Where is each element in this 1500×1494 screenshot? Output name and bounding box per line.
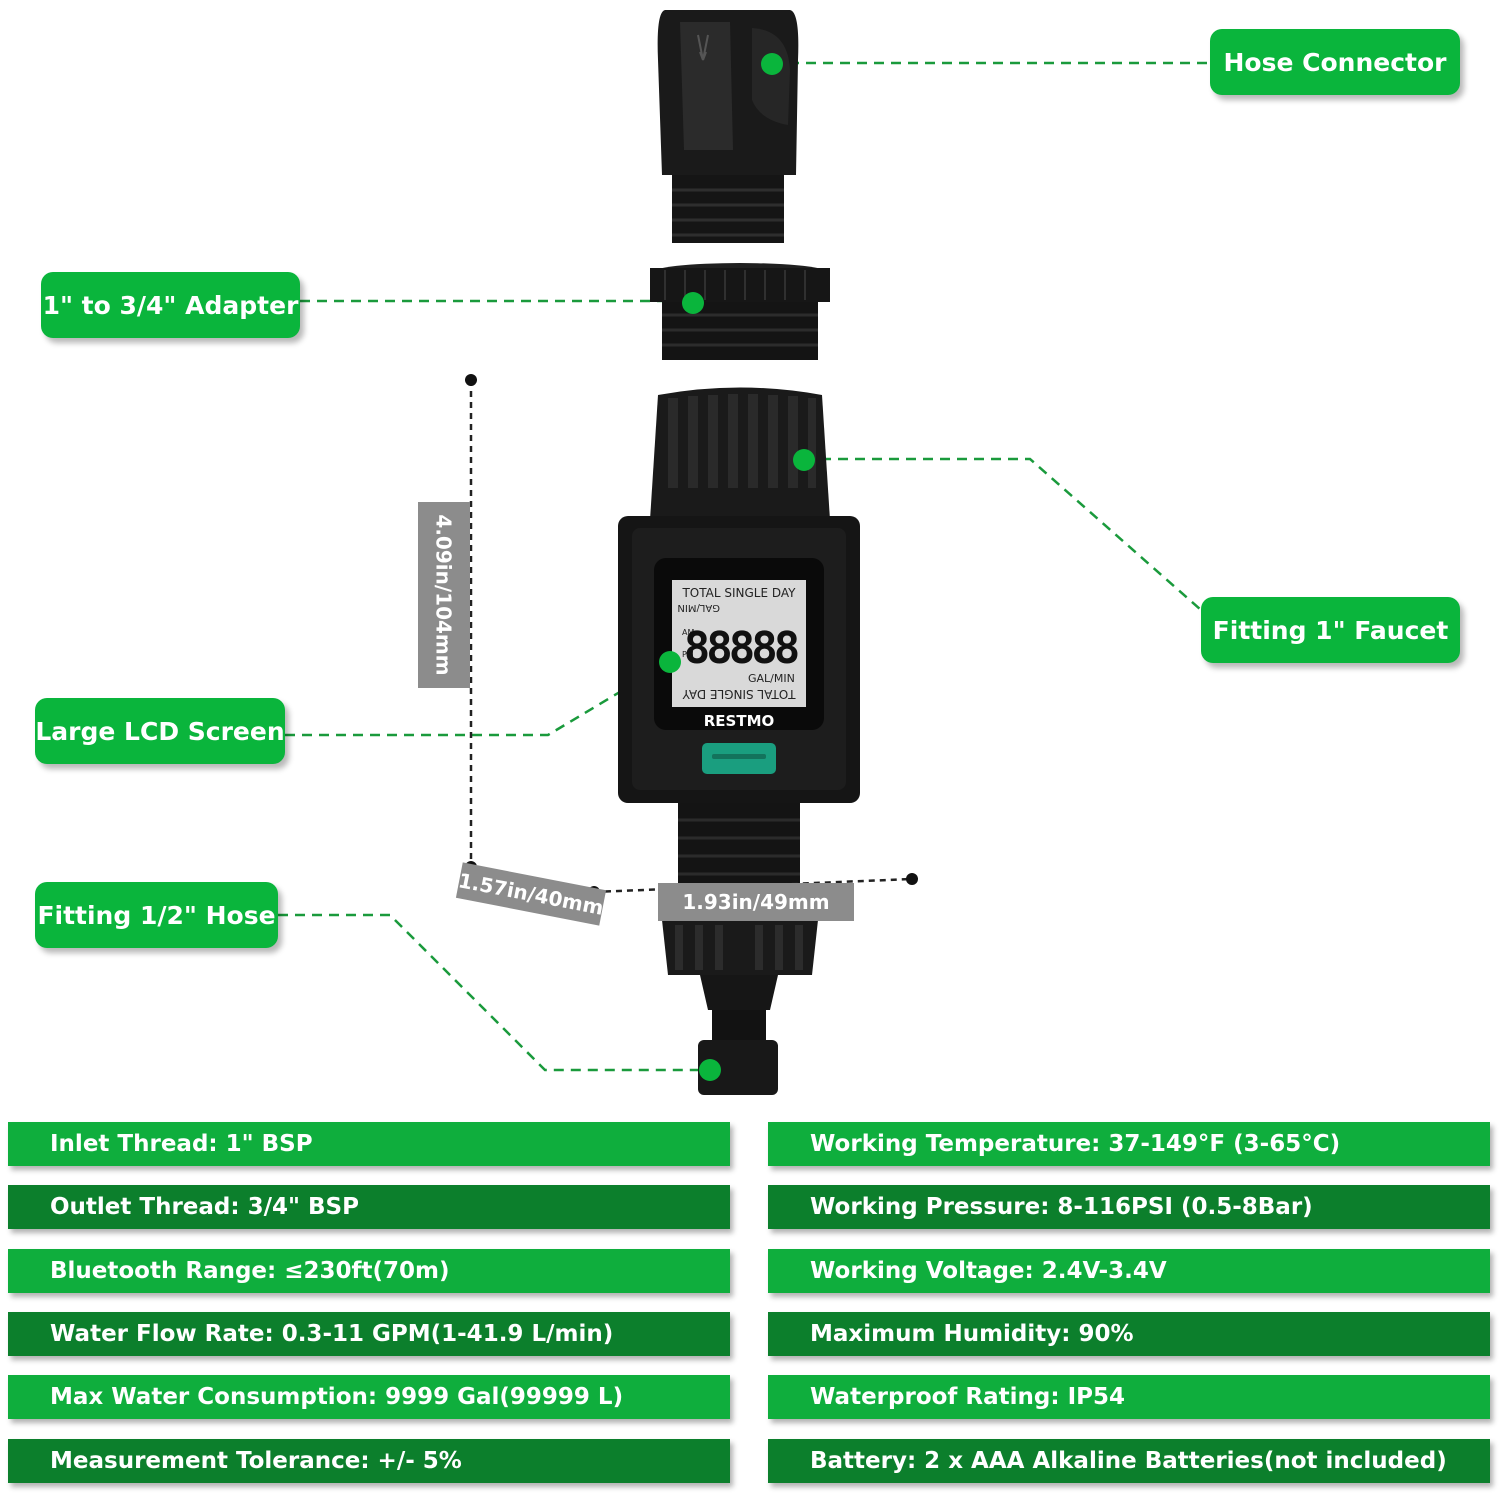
brand-logo: RESTMO bbox=[704, 712, 775, 730]
dimension-height-label: 4.09in/104mm bbox=[418, 502, 470, 688]
adapter-part bbox=[650, 263, 830, 360]
spec-row: Waterproof Rating: IP54 bbox=[768, 1375, 1490, 1420]
callout-fitting-faucet: Fitting 1" Faucet bbox=[1201, 597, 1460, 663]
spec-table: Inlet Thread: 1" BSP Working Temperature… bbox=[8, 1122, 1490, 1484]
lcd-pm: PM bbox=[682, 650, 694, 659]
spec-row: Inlet Thread: 1" BSP bbox=[8, 1122, 730, 1166]
half-hose-fitting-part bbox=[662, 803, 818, 1095]
callout-markers bbox=[659, 53, 815, 1081]
product-diagram: TOTAL SINGLE DAY GAL/MIN AM PM 88888 GAL… bbox=[278, 10, 1210, 1095]
lcd-bottom-labels: TOTAL SINGLE DAY bbox=[682, 687, 797, 701]
spec-row: Outlet Thread: 3/4" BSP bbox=[8, 1185, 730, 1230]
lcd-unit-top: GAL/MIN bbox=[677, 602, 720, 613]
spec-row: Max Water Consumption: 9999 Gal(99999 L) bbox=[8, 1375, 730, 1420]
dimension-depth-label: 1.93in/49mm bbox=[658, 883, 854, 921]
spec-row: Working Voltage: 2.4V-3.4V bbox=[768, 1248, 1490, 1293]
lcd-display bbox=[672, 580, 806, 707]
leader-faucet bbox=[804, 457, 1202, 611]
meter-body: TOTAL SINGLE DAY GAL/MIN AM PM 88888 GAL… bbox=[618, 516, 860, 803]
spec-row: Measurement Tolerance: +/- 5% bbox=[8, 1438, 730, 1483]
leader-half-hose bbox=[278, 913, 710, 1072]
lcd-digits: 88888 bbox=[684, 623, 798, 674]
faucet-fitting-part bbox=[650, 387, 830, 520]
device-illustration: TOTAL SINGLE DAY GAL/MIN AM PM 88888 GAL… bbox=[278, 10, 1210, 1095]
lcd-am: AM bbox=[682, 628, 694, 637]
hose-connector-part bbox=[657, 10, 799, 243]
spec-row: Working Temperature: 37-149°F (3-65°C) bbox=[768, 1122, 1490, 1166]
lcd-unit-bottom: GAL/MIN bbox=[748, 672, 795, 685]
dimension-height-text: 4.09in/104mm bbox=[432, 514, 457, 676]
callout-fitting-hose: Fitting 1/2" Hose bbox=[35, 882, 278, 948]
spec-row: Water Flow Rate: 0.3-11 GPM(1-41.9 L/min… bbox=[8, 1311, 730, 1356]
callout-lcd-screen: Large LCD Screen bbox=[35, 698, 285, 764]
spec-row: Bluetooth Range: ≤230ft(70m) bbox=[8, 1248, 730, 1293]
spec-row: Battery: 2 x AAA Alkaline Batteries(not … bbox=[768, 1438, 1490, 1483]
spec-row: Working Pressure: 8-116PSI (0.5-8Bar) bbox=[768, 1185, 1490, 1230]
lcd-top-labels: TOTAL SINGLE DAY bbox=[681, 586, 796, 600]
leader-lcd bbox=[285, 660, 671, 737]
spec-row: Maximum Humidity: 90% bbox=[768, 1311, 1490, 1356]
callout-hose-connector: Hose Connector bbox=[1210, 29, 1460, 95]
callout-adapter: 1" to 3/4" Adapter bbox=[41, 272, 300, 338]
